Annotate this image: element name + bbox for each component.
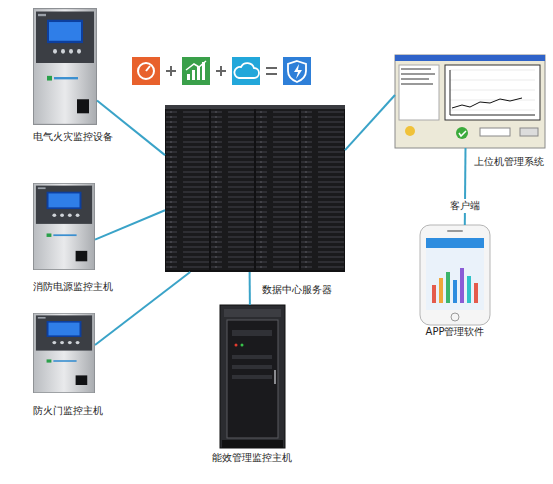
icon-row <box>132 57 311 85</box>
energy-cabinet <box>220 305 285 448</box>
phone <box>420 225 490 325</box>
door-monitor-device <box>33 313 94 392</box>
cabinet-node: 能效管理监控主机 <box>220 305 285 448</box>
node-caption: 防火门监控主机 <box>33 405 103 417</box>
node-caption: 电气火灾监控设备 <box>33 131 113 143</box>
fire-monitor-node: 电气火灾监控设备 <box>33 8 97 125</box>
software-window <box>395 55 545 148</box>
connector-line <box>249 272 251 305</box>
power-monitor-node: 消防电源监控主机 <box>33 183 95 270</box>
software-node: 上位机管理系统 <box>395 55 545 148</box>
connector-line <box>464 148 467 225</box>
node-caption: 数据中心服务器 <box>262 284 332 296</box>
node-caption: 上位机管理系统 <box>474 156 544 168</box>
door-monitor-node: 防火门监控主机 <box>33 313 95 393</box>
node-caption: 能效管理监控主机 <box>212 452 292 464</box>
connector-line <box>97 100 165 155</box>
fire-monitor-device <box>34 9 97 125</box>
server-node: 数据中心服务器 <box>165 105 345 272</box>
power-monitor-device <box>33 183 94 269</box>
node-caption: 消防电源监控主机 <box>33 281 113 293</box>
connector-line <box>95 210 165 239</box>
app-node: APP管理软件 <box>420 225 490 325</box>
edge-label: 客户端 <box>448 199 482 213</box>
connector-line <box>345 95 395 150</box>
node-caption: APP管理软件 <box>426 326 485 338</box>
server-racks <box>165 105 345 272</box>
